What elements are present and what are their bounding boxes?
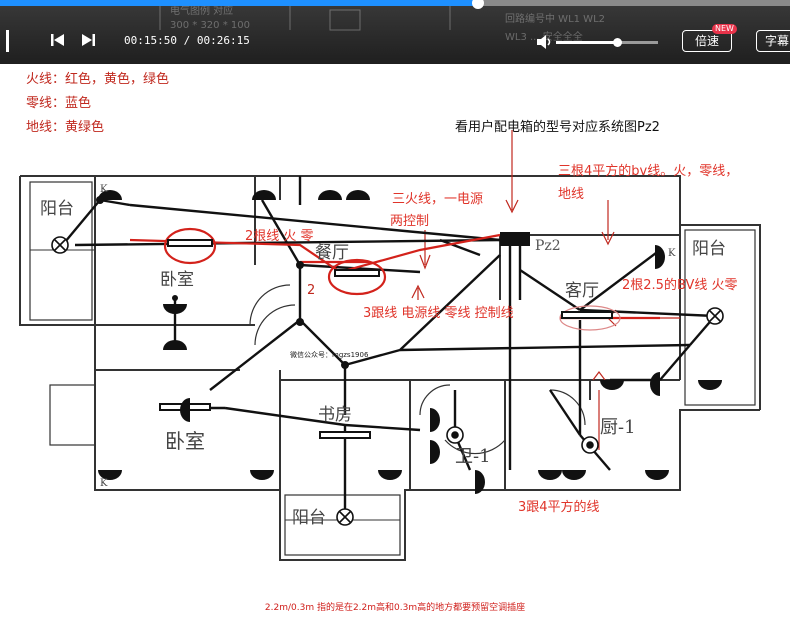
room-dining: 餐厅	[315, 243, 349, 263]
three-wires-note: 三根4平方的bv线。火，零线，	[558, 163, 738, 179]
next-icon[interactable]	[80, 33, 96, 47]
live-line-note-b: 两控制	[390, 214, 429, 229]
room-study: 书房	[318, 405, 352, 425]
new-badge: NEW	[712, 24, 737, 34]
volume-fill	[556, 41, 618, 44]
progress-thumb[interactable]	[471, 0, 484, 9]
two-wires-note: 2根线 火 零	[245, 229, 314, 244]
behind-text-2: 300 * 320 * 100	[170, 20, 250, 31]
subtitle-button[interactable]: 字幕	[756, 30, 790, 52]
footer-note: 2.2m/0.3m 指的是在2.2m高和0.3m高的地方都要预留空调插座	[264, 603, 526, 613]
volume-icon[interactable]	[536, 34, 554, 50]
behind-text-3: 回路编号中 WL1 WL2	[505, 12, 605, 25]
room-balcony-left: 阳台	[40, 199, 74, 219]
socket-symbols	[98, 190, 722, 494]
ground-note: 地线	[558, 187, 584, 202]
blurred-diagram-behind: 电气图例 对应 300 * 320 * 100 回路编号中 WL1 WL2 WL…	[159, 0, 605, 43]
k-label-1: K	[100, 184, 108, 195]
behind-text-1: 电气图例 对应	[170, 4, 233, 17]
room-balcony-right: 阳台	[692, 239, 726, 259]
progress-fill	[0, 0, 478, 6]
progress-bar[interactable]	[0, 0, 790, 9]
room-kitchen: 厨-1	[600, 417, 636, 438]
volume-thumb[interactable]	[613, 38, 623, 47]
room-living: 客厅	[565, 281, 599, 301]
k-label-2: K	[668, 248, 676, 259]
pz2-label: Pz2	[535, 238, 561, 254]
speed-button[interactable]: 倍速	[682, 30, 732, 52]
number-two-note: 2	[307, 283, 315, 298]
wiring-lines	[64, 176, 716, 510]
previous-icon[interactable]	[50, 33, 66, 47]
highlight-circles	[163, 227, 621, 331]
walls	[19, 175, 761, 561]
junction-dots	[96, 196, 349, 369]
lamp-symbols	[51, 236, 724, 526]
room-bedroom-bottom: 卧室	[165, 429, 205, 453]
system-diagram-note: 看用户配电箱的型号对应系统图Pz2	[455, 119, 660, 135]
wire-color-legend: 火线：红色，黄色，绿色 零线：蓝色 地线：黄绿色	[26, 68, 169, 140]
room-bath: 卫-1	[455, 446, 491, 467]
wechat-note: 微信公众号：mgzs1906	[290, 350, 369, 359]
volume-slider[interactable]	[556, 38, 658, 47]
room-labels: 阳台 卧室 餐厅 客厅 阳台 卧室 书房 卫-1 厨-1 阳台 K K K	[40, 184, 726, 528]
legend-live: 火线：红色，黄色，绿色	[26, 72, 170, 87]
left-edge-marker	[6, 30, 9, 52]
floor-plan-wiring-diagram: Pz2 阳台 卧室 餐厅 客厅 阳台 卧室 书房 卫-1 厨-1 阳台 K K …	[19, 119, 761, 561]
legend-neutral: 零线：蓝色	[26, 96, 92, 111]
annotation-texts: 看用户配电箱的型号对应系统图Pz2 三根4平方的bv线。火，零线， 地线 三火线…	[245, 119, 738, 515]
behind-text-4: WL3 ... 安全全全	[505, 30, 583, 43]
k-label-3: K	[100, 478, 108, 489]
time-display: 00:15:50 / 00:26:15	[124, 34, 250, 47]
live-line-note-a: 三火线，一电源	[392, 192, 483, 207]
bv-wires-note: 2根2.5的BV线 火零	[622, 277, 738, 293]
video-player-bar: 电气图例 对应 300 * 320 * 100 回路编号中 WL1 WL2 WL…	[0, 0, 790, 64]
room-balcony-bottom: 阳台	[292, 508, 326, 528]
three-four-note: 3跟4平方的线	[518, 499, 600, 515]
distribution-box	[500, 232, 530, 246]
three-lines-note: 3跟线 电源线 零线 控制线	[363, 306, 514, 321]
room-bedroom-top: 卧室	[160, 270, 194, 290]
legend-ground: 地线：黄绿色	[26, 120, 105, 135]
